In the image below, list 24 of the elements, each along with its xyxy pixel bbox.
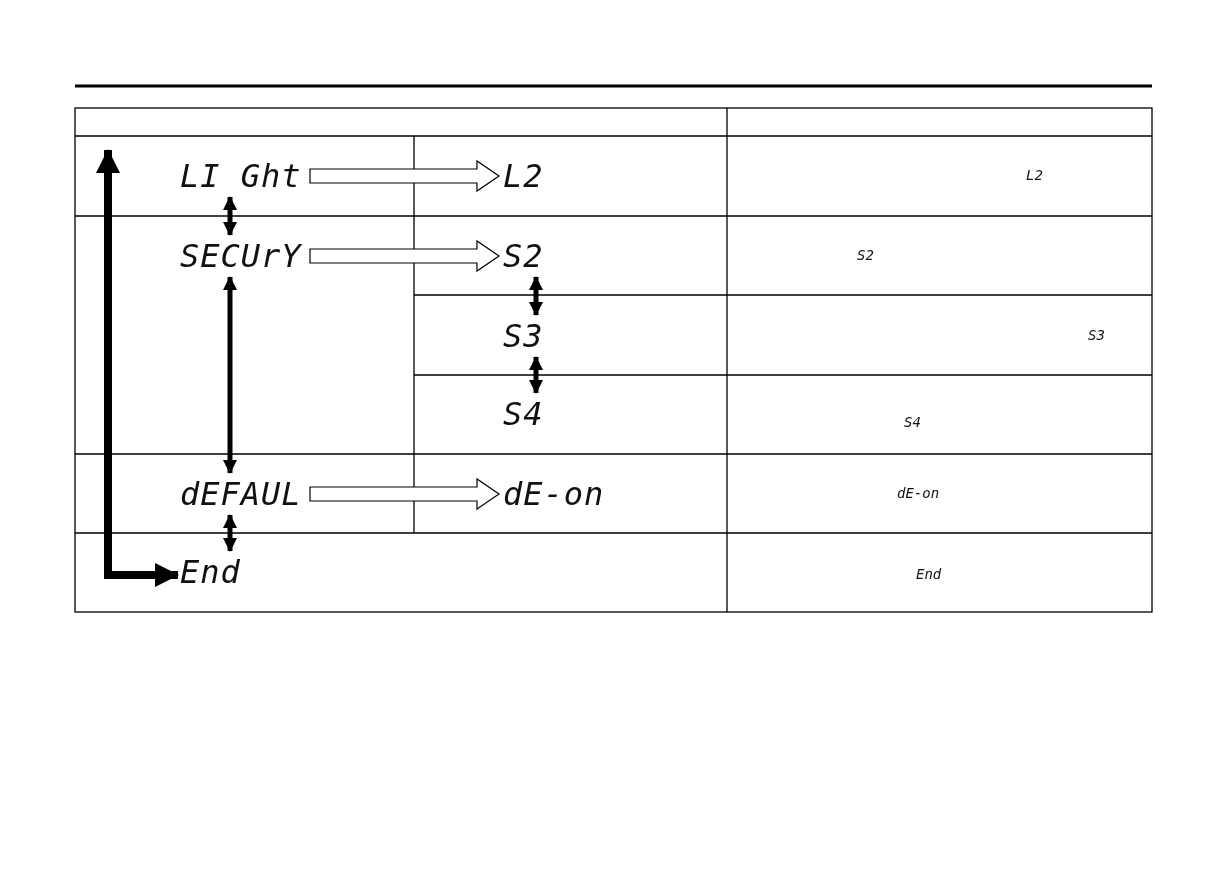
lcd-display-text: dE-on [897,485,940,501]
lcd-display-text: LI Ght [180,155,302,197]
lcd-display-text: S3 [1088,327,1105,343]
lcd-display-text: S4 [904,414,921,430]
lcd-display-text: L2 [1026,167,1043,183]
lcd-display-text: L2 [503,155,544,197]
lcd-display-text: dEFAUL [180,473,302,515]
lcd-display-text: dE-on [503,473,605,515]
lcd-display-text: S4 [503,393,544,435]
double-arrow [529,276,543,316]
lcd-display-text: SECUrY [180,235,302,277]
loop-arrow [96,149,179,587]
lcd-display-text: End [180,551,241,593]
hollow-arrow [309,477,501,511]
double-arrow [223,514,237,552]
double-arrow [529,356,543,394]
double-arrow [223,196,237,236]
lcd-display-text: S2 [503,235,544,277]
hollow-arrow [309,239,501,273]
hollow-arrow [309,159,501,193]
lcd-display-text: S2 [857,247,874,263]
lcd-display-text: End [916,566,942,582]
lcd-display-text: S3 [503,315,544,357]
double-arrow [223,276,237,474]
